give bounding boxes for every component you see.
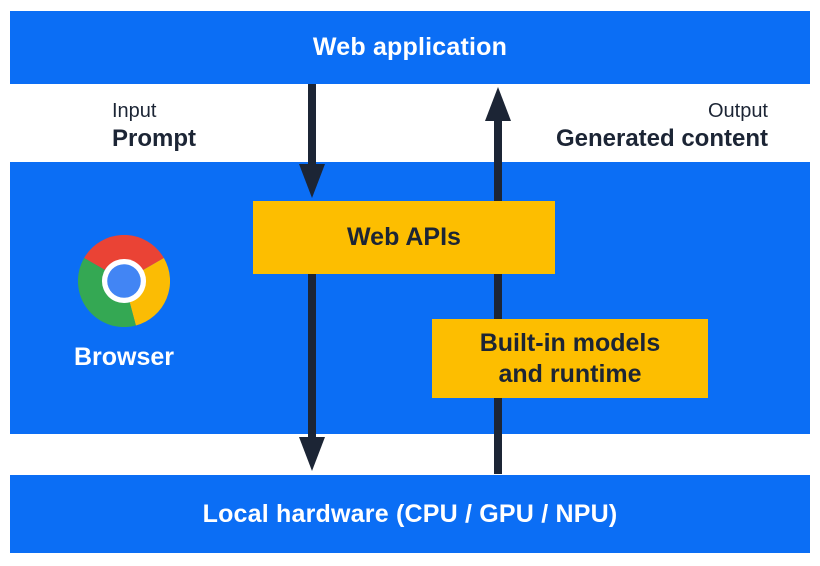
down-arrow-upper-line — [308, 84, 316, 166]
local-hardware-label: Local hardware (CPU / GPU / NPU) — [202, 499, 618, 528]
browser-label: Browser — [73, 343, 175, 371]
web-apis-label: Web APIs — [347, 223, 461, 251]
output-title: Output — [707, 100, 768, 122]
input-label-group: Input Prompt — [112, 98, 196, 154]
output-label-group: Output Generated content — [556, 98, 768, 154]
chrome-icon — [77, 234, 171, 328]
local-hardware-banner: Local hardware (CPU / GPU / NPU) — [10, 475, 810, 553]
up-arrow-line — [494, 119, 502, 474]
down-arrow-lower-line — [308, 274, 316, 440]
web-application-label: Web application — [312, 33, 508, 61]
up-arrow-head-icon — [485, 87, 511, 121]
builtin-models-label-line1: Built-in models — [479, 328, 661, 357]
down-arrow-upper-head-icon — [299, 164, 325, 198]
web-application-banner: Web application — [10, 11, 810, 84]
web-apis-box: Web APIs — [253, 201, 555, 274]
down-arrow-lower-head-icon — [299, 437, 325, 471]
builtin-models-box: Built-in models and runtime — [432, 319, 708, 398]
builtin-models-label-line2: and runtime — [498, 359, 642, 388]
output-value: Generated content — [555, 125, 768, 152]
input-title: Input — [112, 100, 157, 122]
input-value: Prompt — [112, 125, 196, 152]
